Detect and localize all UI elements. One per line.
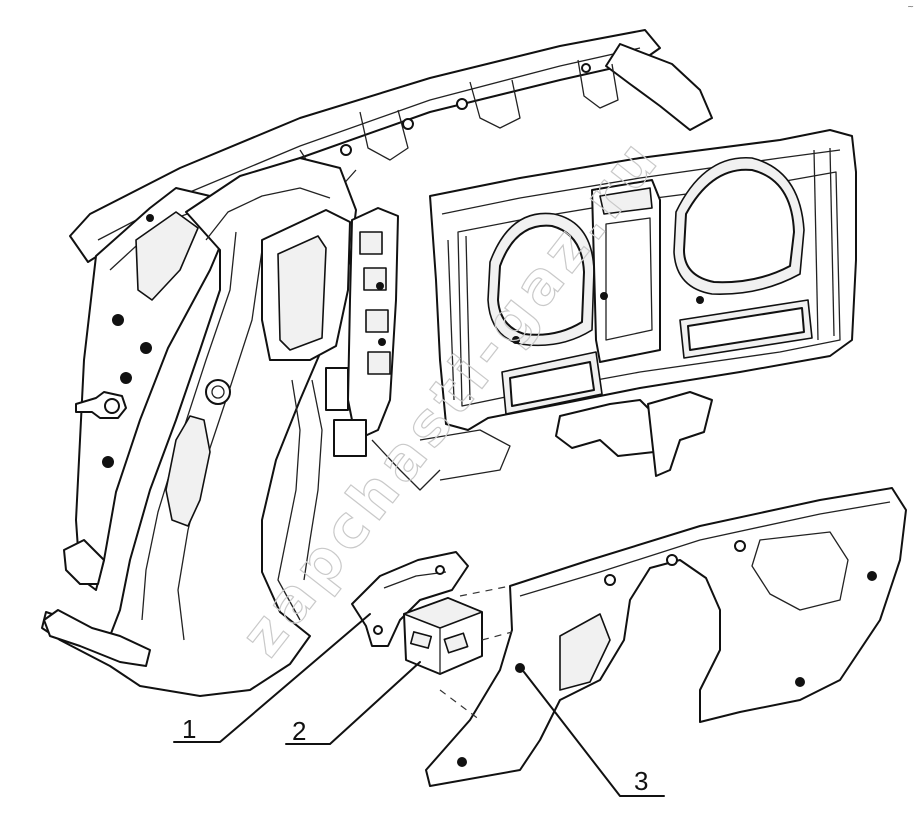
cover-panel-part-3 (425, 487, 907, 787)
lower-mounting-bracket (419, 391, 713, 481)
callout-label-2: 2 (292, 716, 306, 746)
center-switch-stack (325, 207, 441, 491)
right-gauge-opening (673, 156, 805, 295)
left-gauge-opening (487, 212, 595, 347)
callout-3: 3 (523, 671, 665, 797)
dashboard-shroud (41, 157, 357, 697)
callout-1: 1 (173, 613, 371, 744)
instrument-cluster-housing (429, 129, 857, 431)
callout-label-3: 3 (634, 766, 648, 796)
corner-mark: ~ (907, 2, 914, 11)
callout-label-1: 1 (182, 714, 196, 744)
bracket-part-1 (351, 551, 469, 647)
left-side-panel (75, 187, 233, 591)
relay-block-part-2 (403, 597, 483, 675)
callout-2: 2 (285, 661, 421, 746)
